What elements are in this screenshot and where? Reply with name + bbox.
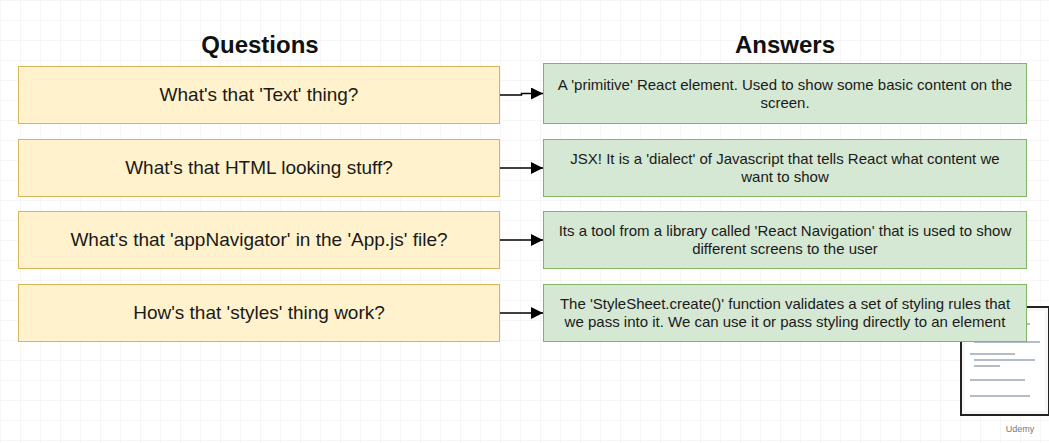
arrow-connector <box>500 239 543 241</box>
box-text: How's that 'styles' thing work? <box>133 302 385 325</box>
box-text: JSX! It is a 'dialect' of Javascript tha… <box>554 150 1016 186</box>
arrow-connector <box>500 312 543 314</box>
arrow-connector <box>500 167 543 169</box>
answer-box: The 'StyleSheet.create()' function valid… <box>543 284 1027 342</box>
question-box: How's that 'styles' thing work? <box>18 284 500 342</box>
box-text: Its a tool from a library called 'React … <box>554 222 1016 258</box>
box-text: What's that 'appNavigator' in the 'App.j… <box>70 229 447 252</box>
box-text: What's that 'Text' thing? <box>160 84 359 107</box>
answer-box: JSX! It is a 'dialect' of Javascript tha… <box>543 139 1027 197</box>
answer-box: A 'primitive' React element. Used to sho… <box>543 63 1027 124</box>
box-text: A 'primitive' React element. Used to sho… <box>554 76 1016 112</box>
column-heading: Answers <box>735 31 835 59</box>
column-heading: Questions <box>201 31 318 59</box>
question-box: What's that 'Text' thing? <box>18 66 500 124</box>
question-box: What's that HTML looking stuff? <box>18 139 500 197</box>
arrow-connector <box>500 94 543 96</box>
answer-box: Its a tool from a library called 'React … <box>543 211 1027 269</box>
watermark: Udemy <box>1006 424 1035 434</box>
box-text: The 'StyleSheet.create()' function valid… <box>554 295 1016 331</box>
box-text: What's that HTML looking stuff? <box>125 157 393 180</box>
question-box: What's that 'appNavigator' in the 'App.j… <box>18 211 500 269</box>
